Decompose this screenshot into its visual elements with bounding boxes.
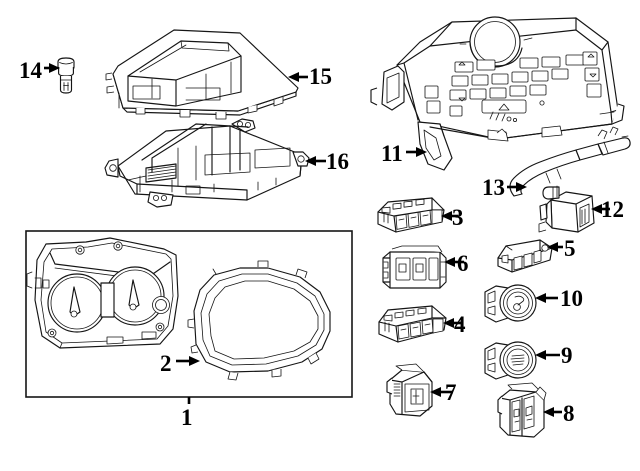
callout-label-4: 4 [454, 312, 466, 337]
part-16-control-module-tray [104, 118, 310, 208]
part-4-accessory-switch-bank [378, 305, 447, 343]
callout-label-11: 11 [381, 141, 403, 166]
callout-label-10: 10 [560, 286, 583, 311]
callout-label-16: 16 [326, 149, 349, 174]
part-5-headlamp-leveling-switch [497, 239, 553, 273]
callout-label-6: 6 [457, 251, 469, 276]
part-14-bulb-socket [57, 57, 75, 94]
part-7-single-rocker-switch [386, 363, 433, 417]
part-11-integration-control-panel [370, 16, 625, 171]
callout-label-2: 2 [160, 351, 172, 376]
part-2-cluster-lens-cover [187, 260, 331, 381]
part-1-instrument-cluster [26, 237, 179, 349]
part-12-power-outlet-socket [538, 185, 595, 233]
callout-label-7: 7 [445, 380, 457, 405]
part-6-power-window-switch [382, 245, 447, 289]
leader-lines [44, 63, 610, 417]
callout-label-9: 9 [561, 343, 573, 368]
part-3-multi-function-switch-bank [377, 197, 445, 233]
callout-label-1: 1 [181, 405, 193, 430]
callout-label-12: 12 [601, 197, 624, 222]
callout-label-15: 15 [309, 64, 332, 89]
part-8-dual-rocker-switch [497, 382, 547, 438]
part-15-control-module-cover [105, 29, 299, 120]
callout-label-8: 8 [563, 401, 575, 426]
group-1-cluster-box [25, 230, 353, 404]
part-13-wire-harness-hose [509, 126, 631, 197]
callout-label-13: 13 [482, 175, 505, 200]
part-9-round-push-switch-b [484, 341, 537, 380]
callout-label-14: 14 [19, 58, 42, 83]
callout-label-5: 5 [564, 236, 576, 261]
callout-label-3: 3 [452, 205, 464, 230]
part-10-round-push-switch-a [484, 284, 537, 323]
